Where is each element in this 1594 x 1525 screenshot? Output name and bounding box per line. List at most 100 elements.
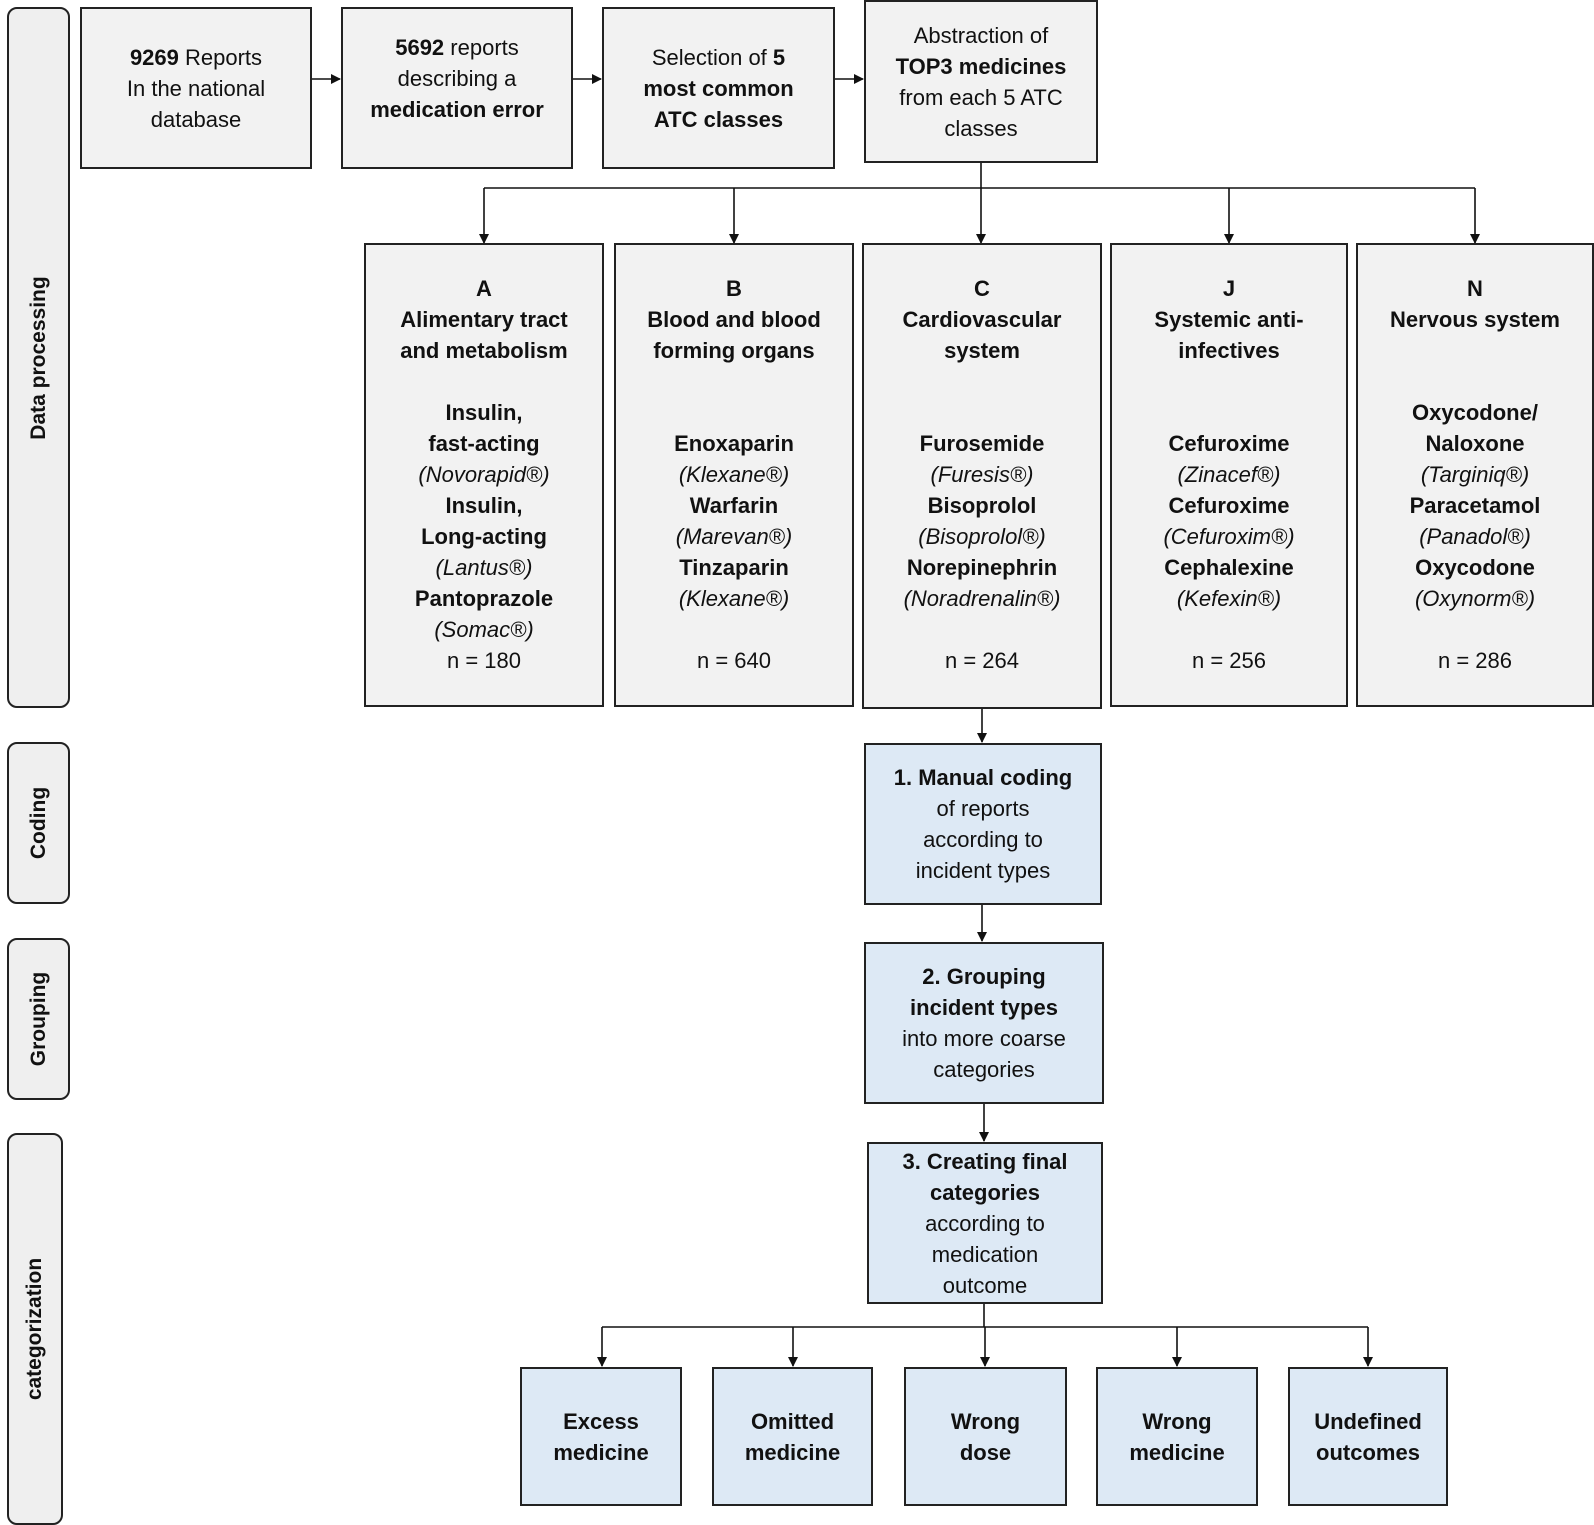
medicine: Cefuroxime [1168, 431, 1290, 456]
line: according to [923, 827, 1043, 852]
outcome-wrong-medicine: Wrong medicine [1096, 1367, 1258, 1506]
text: Reports [178, 44, 263, 70]
medicine: Insulin, [445, 493, 523, 518]
line: ATC classes [653, 106, 784, 132]
brand: (Novorapid®) [418, 462, 550, 487]
count: n = 640 [696, 648, 771, 673]
medicine: Cefuroxime [1168, 493, 1290, 518]
line: classes [944, 115, 1018, 141]
medicine: Furosemide [919, 431, 1045, 456]
atc-class-j-box: J Systemic anti- infectives Cefuroxime (… [1110, 243, 1348, 707]
medicine: Naloxone [1425, 431, 1525, 456]
line: categories [929, 1179, 1041, 1205]
line: Undefined [1314, 1408, 1422, 1434]
atc-code: C [974, 276, 990, 301]
line: according to [925, 1210, 1045, 1236]
line: most common [643, 75, 794, 101]
atc-name: and metabolism [400, 338, 568, 363]
atc-code: B [726, 276, 742, 301]
atc-name: Cardiovascular [902, 307, 1062, 332]
atc-code: N [1467, 276, 1483, 301]
brand: (Panadol®) [1419, 524, 1531, 549]
manual-coding-box: 1. Manual coding of reports according to… [864, 743, 1102, 905]
atc-class-c-box: C Cardiovascular system Furosemide (Fure… [862, 243, 1102, 709]
medicine: Paracetamol [1409, 493, 1541, 518]
line: Excess [563, 1408, 639, 1434]
atc-class-n-box: N Nervous system Oxycodone/ Naloxone (Ta… [1356, 243, 1594, 707]
medicine: Oxycodone/ [1412, 400, 1538, 425]
phase-label: Coding [26, 786, 50, 860]
line: 9269 Reports [130, 42, 262, 73]
atc-selection-box: Selection of 5 most common ATC classes [602, 7, 835, 169]
count: n = 180 [446, 648, 521, 673]
medicine: Pantoprazole [414, 586, 554, 611]
atc-class-b-box: B Blood and blood forming organs Enoxapa… [614, 243, 854, 707]
atc-name: forming organs [653, 338, 815, 363]
line: Selection of 5 [652, 42, 785, 73]
line: incident types [915, 858, 1051, 883]
brand: (Oxynorm®) [1414, 586, 1536, 611]
brand: (Furesis®) [930, 462, 1034, 487]
phase-categorization: categorization [7, 1133, 63, 1525]
brand: (Targiniq®) [1420, 462, 1530, 487]
count: n = 264 [944, 648, 1019, 673]
total-reports-box: 9269 Reports In the national database [80, 7, 312, 169]
medicine: Insulin, [445, 400, 523, 425]
line: TOP3 medicines [895, 53, 1067, 79]
atc-name: Blood and blood [647, 307, 821, 332]
brand: (Kefexin®) [1176, 586, 1282, 611]
line: medication error [370, 96, 544, 122]
atc-code: A [476, 276, 492, 301]
line: dose [959, 1439, 1012, 1465]
line: medication [931, 1241, 1039, 1267]
brand: (Lantus®) [435, 555, 533, 580]
atc-name: infectives [1178, 338, 1280, 363]
line: 5692 reports [395, 32, 519, 63]
line: into more coarse [902, 1026, 1066, 1051]
outcome-omitted-medicine: Omitted medicine [712, 1367, 873, 1506]
outcome-undefined: Undefined outcomes [1288, 1367, 1448, 1506]
line: In the national [126, 75, 266, 101]
number: 9269 [129, 44, 179, 70]
text: Selection of [651, 44, 773, 70]
brand: (Zinacef®) [1177, 462, 1281, 487]
number: 5 [772, 44, 786, 70]
medicine: Oxycodone [1415, 555, 1535, 580]
atc-class-a-box: A Alimentary tract and metabolism Insuli… [364, 243, 604, 707]
brand: (Noradrenalin®) [903, 586, 1061, 611]
line: medicine [1129, 1439, 1225, 1465]
final-categories-box: 3. Creating final categories according t… [867, 1142, 1103, 1304]
atc-code: J [1222, 276, 1236, 301]
brand: (Marevan®) [675, 524, 793, 549]
line: describing a [397, 65, 517, 91]
medicine: Bisoprolol [927, 493, 1037, 518]
brand: (Klexane®) [678, 462, 790, 487]
phase-label: Data processing [26, 275, 50, 440]
atc-name: system [944, 338, 1020, 363]
outcome-excess-medicine: Excess medicine [520, 1367, 682, 1506]
atc-name: Systemic anti- [1154, 307, 1304, 332]
phase-label: categorization [23, 1257, 46, 1401]
line: Wrong [1142, 1408, 1212, 1434]
brand: (Klexane®) [678, 586, 790, 611]
line: Wrong [950, 1408, 1021, 1434]
line: 3. Creating final [902, 1148, 1068, 1174]
text: reports [444, 34, 519, 60]
number: 5692 [395, 34, 445, 60]
line: Abstraction of [913, 22, 1049, 48]
medication-error-box: 5692 reports describing a medication err… [341, 7, 573, 169]
line: categories [933, 1057, 1035, 1082]
atc-name: Alimentary tract [400, 307, 568, 332]
medicine: fast-acting [428, 431, 540, 456]
medicine: Norepinephrin [906, 555, 1058, 580]
line: Omitted [750, 1408, 835, 1434]
atc-name: Nervous system [1390, 307, 1560, 332]
medicine: Warfarin [689, 493, 779, 518]
line: medicine [744, 1439, 841, 1465]
line: outcome [942, 1272, 1028, 1298]
line: 2. Grouping [922, 964, 1046, 989]
outcome-wrong-dose: Wrong dose [904, 1367, 1067, 1506]
medicine: Enoxaparin [674, 431, 794, 456]
